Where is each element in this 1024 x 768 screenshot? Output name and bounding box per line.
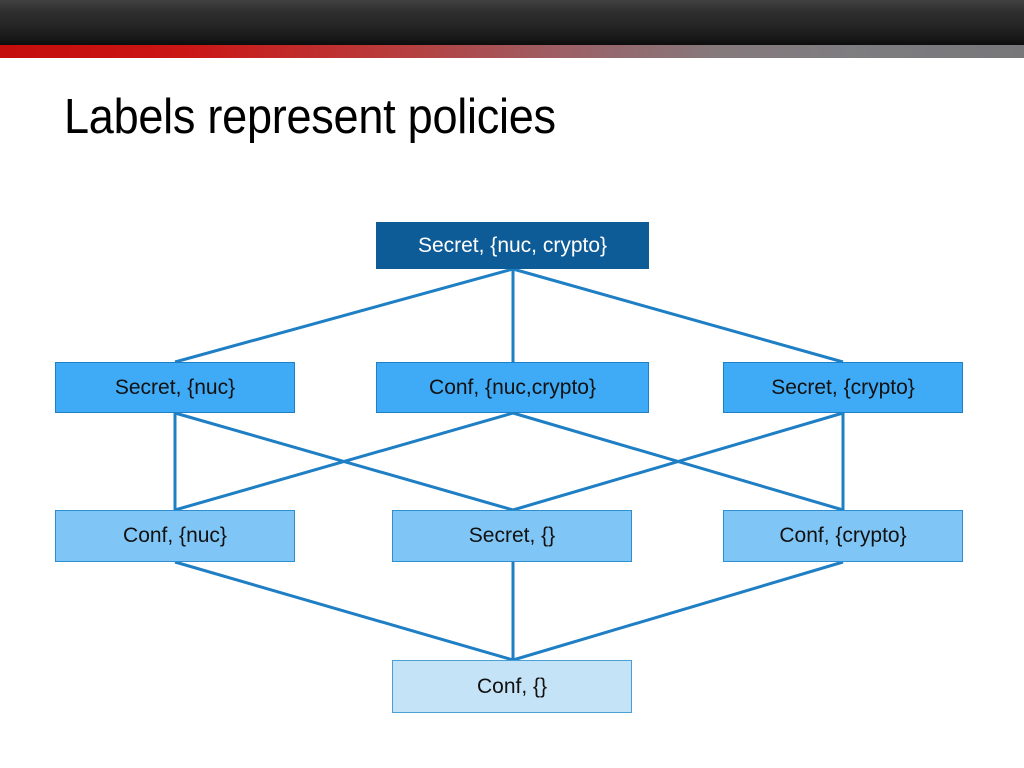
lattice-node: Conf, {crypto}	[723, 510, 963, 562]
header-dark-band	[0, 0, 1024, 45]
lattice-node: Conf, {nuc,crypto}	[376, 362, 649, 413]
lattice-node-label: Secret, {nuc, crypto}	[417, 233, 608, 257]
lattice-node-label: Secret, {}	[468, 524, 556, 547]
lattice-edge	[174, 560, 514, 662]
page-title: Labels represent policies	[64, 90, 556, 144]
lattice-edge	[174, 267, 514, 364]
lattice-node: Conf, {}	[392, 660, 632, 713]
lattice-edge	[512, 267, 844, 364]
lattice-node: Secret, {crypto}	[723, 362, 963, 413]
slide-header-decoration	[0, 0, 1024, 58]
lattice-node-label: Conf, {crypto}	[779, 524, 907, 547]
lattice-edge	[512, 560, 844, 662]
lattice-node-label: Secret, {nuc}	[114, 375, 236, 399]
lattice-node: Secret, {nuc, crypto}	[376, 222, 649, 269]
lattice-node: Conf, {nuc}	[55, 510, 295, 562]
lattice-edge	[174, 411, 514, 512]
lattice-node-label: Conf, {}	[476, 674, 548, 698]
lattice-node-label: Conf, {nuc,crypto}	[429, 375, 596, 399]
lattice-node-label: Conf, {nuc}	[123, 524, 227, 547]
lattice-node-label: Secret, {crypto}	[771, 375, 915, 399]
lattice-node: Secret, {nuc}	[55, 362, 295, 413]
header-accent-stripe	[0, 45, 1024, 58]
lattice-node: Secret, {}	[392, 510, 632, 562]
lattice-edge	[512, 411, 844, 512]
